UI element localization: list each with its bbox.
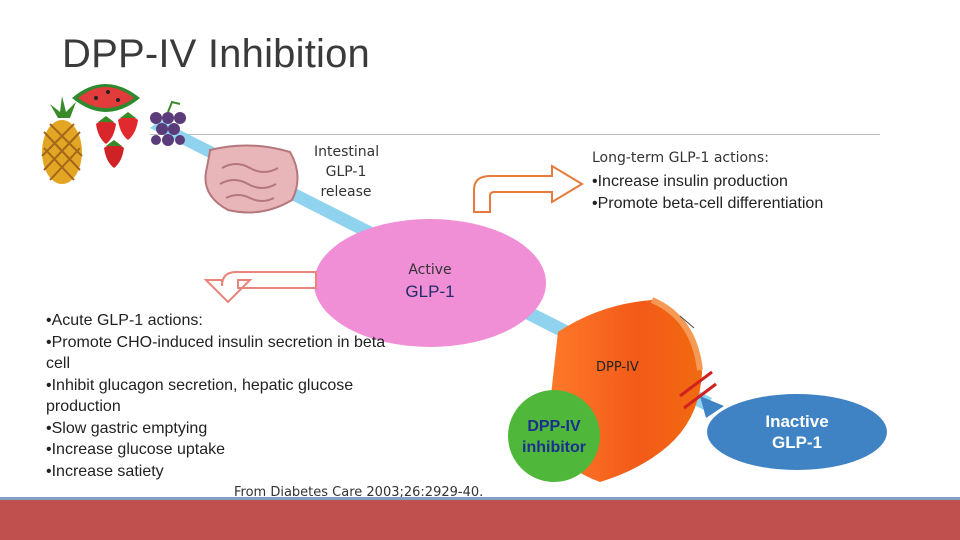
list-item: •Promote CHO-induced insulin secretion i… — [46, 333, 386, 373]
pathway-arrowhead — [700, 396, 724, 418]
list-item: •Acute GLP-1 actions: — [46, 312, 203, 329]
inhibitor-label: DPP-IV inhibitor — [506, 416, 602, 458]
intestinal-line2: GLP-1 — [325, 164, 367, 180]
inactive-glp1-label: Inactive GLP-1 — [712, 411, 882, 453]
inhibitor-circle — [508, 390, 600, 482]
list-item: •Inhibit glucagon secretion, hepatic glu… — [46, 376, 354, 416]
dppiv-enzyme-label: DPP-IV — [596, 360, 639, 375]
acute-actions-list: •Acute GLP-1 actions: •Promote CHO-induc… — [46, 310, 406, 482]
list-item: •Increase glucose uptake — [46, 441, 226, 458]
inactive-line2: GLP-1 — [771, 433, 823, 452]
hollow-arrow-left-icon — [203, 271, 317, 304]
footer-accent-line — [0, 497, 960, 500]
list-item: •Promote beta-cell differentiation — [592, 194, 824, 212]
divider-line — [150, 134, 880, 135]
intestinal-line1: Intestinal — [314, 144, 380, 160]
hollow-arrow-right-icon — [473, 164, 584, 213]
inhibitor-line1: DPP-IV — [527, 418, 581, 435]
inhibitor-line2: inhibitor — [522, 439, 586, 456]
active-glp1-name: GLP-1 — [405, 282, 455, 301]
active-label: Active — [408, 262, 452, 278]
page-title: DPP-IV Inhibition — [62, 32, 370, 76]
inhibition-marks — [679, 370, 717, 410]
longterm-actions-list: •Increase insulin production •Promote be… — [592, 171, 823, 214]
inactive-line1: Inactive — [765, 412, 829, 431]
list-item: •Increase satiety — [46, 462, 164, 480]
list-item: •Slow gastric emptying — [46, 419, 208, 437]
list-item: •Increase insulin production — [592, 173, 788, 190]
intestinal-line3: release — [320, 184, 372, 200]
active-glp1-ellipse — [314, 219, 546, 347]
intestine-icon — [204, 144, 299, 214]
fruit-basket-icon — [41, 84, 186, 184]
longterm-actions-title: Long-term GLP-1 actions: — [592, 150, 769, 166]
footer-bar — [0, 500, 960, 540]
citation-text: From Diabetes Care 2003;26:2929-40. — [234, 485, 484, 500]
intestinal-glp1-label: Intestinal GLP-1 release — [314, 142, 380, 202]
inactive-glp1-ellipse — [707, 394, 887, 470]
